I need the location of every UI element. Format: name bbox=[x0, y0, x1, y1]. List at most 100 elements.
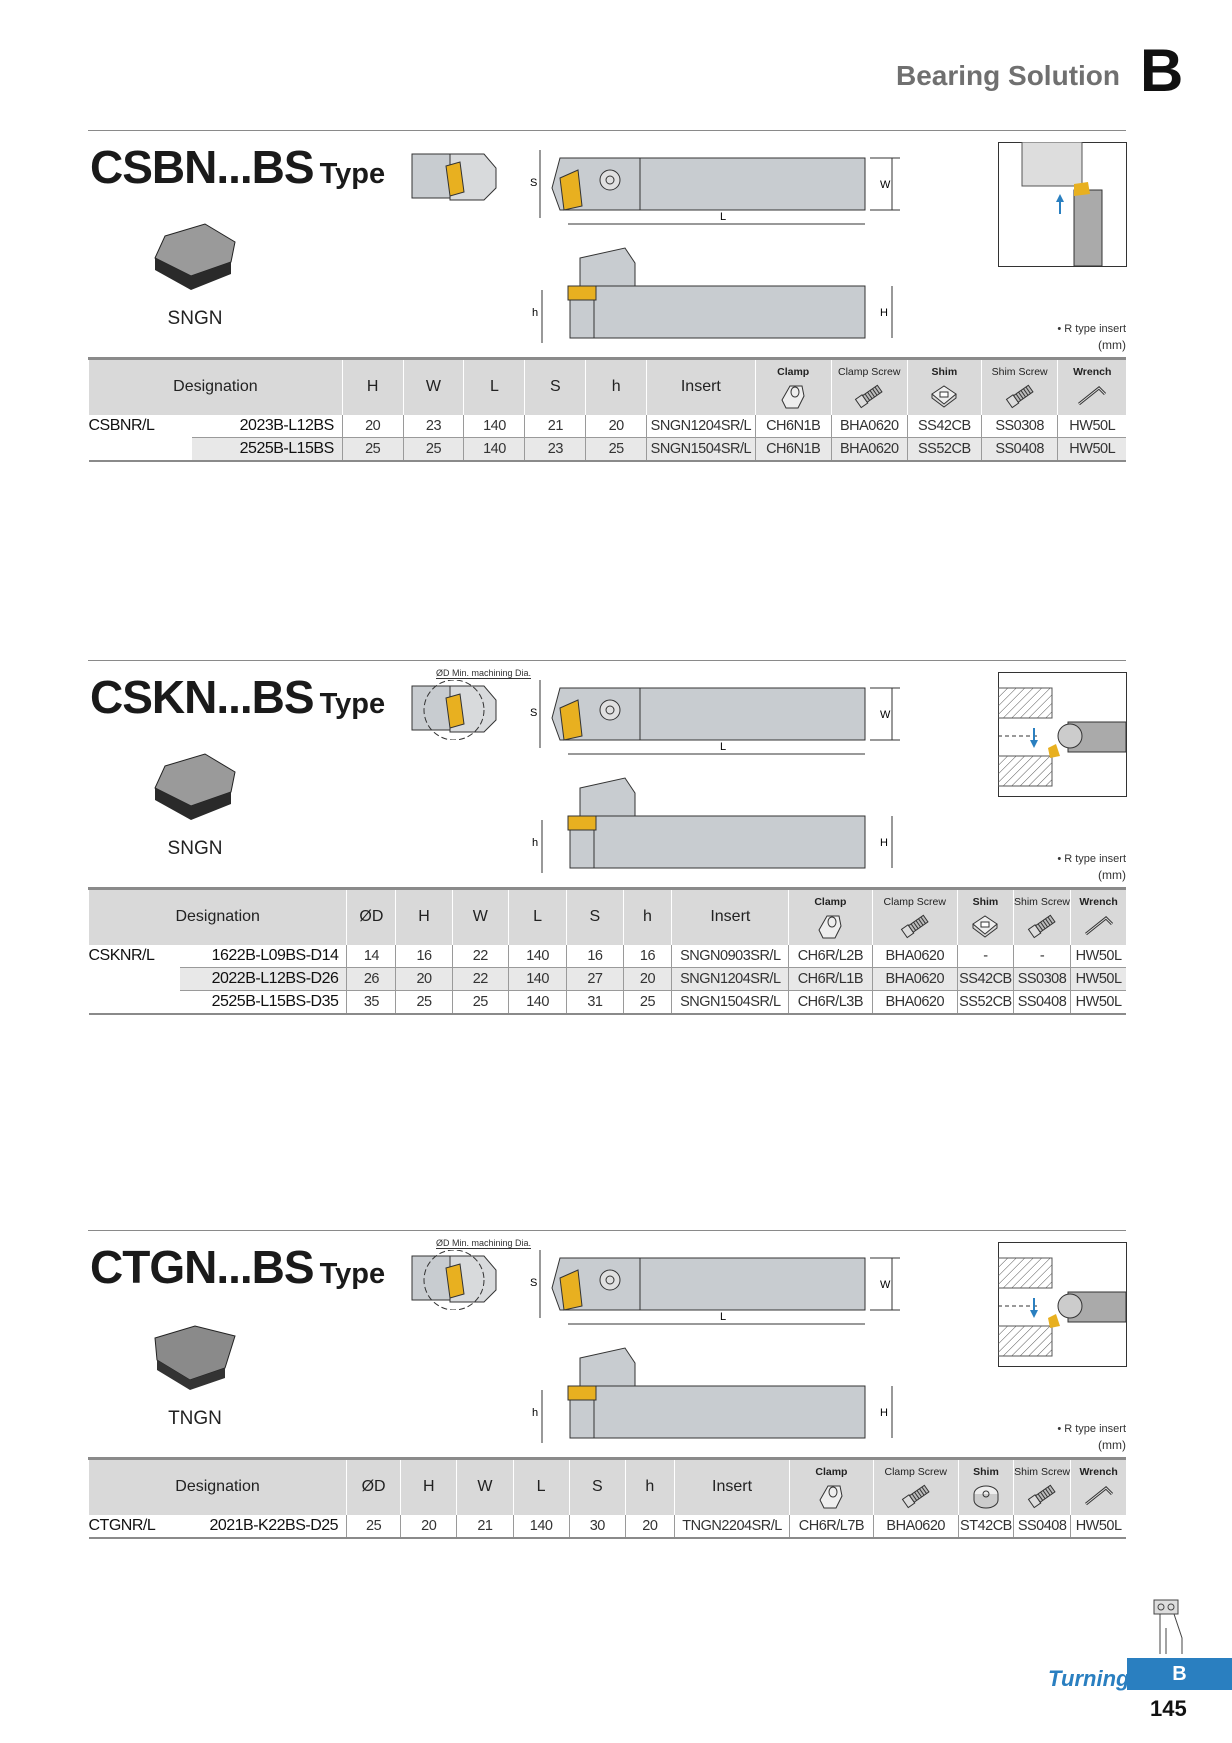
designation-code: 2021B-K22BS-D25 bbox=[180, 1514, 347, 1539]
cell: 20 bbox=[585, 414, 647, 438]
cell: SS52CB bbox=[906, 437, 982, 462]
cell: 25 bbox=[402, 437, 464, 462]
shim-icon bbox=[973, 1485, 999, 1509]
cell: 140 bbox=[507, 990, 567, 1015]
shim-icon bbox=[931, 385, 958, 408]
cell: SS42CB bbox=[906, 414, 982, 438]
col-accessory: Clamp Screw bbox=[830, 357, 908, 415]
col-accessory: Shim Screw bbox=[1013, 1457, 1071, 1515]
cell: SS0308 bbox=[980, 414, 1058, 438]
turning-tool-icon bbox=[1152, 1598, 1192, 1661]
col-header: S bbox=[524, 357, 586, 415]
cell: SS0308 bbox=[1012, 967, 1071, 991]
accessory-label: Clamp Screw bbox=[884, 1466, 947, 1478]
cell: 16 bbox=[395, 944, 453, 968]
cell: SNGN1204SR/L bbox=[671, 967, 789, 991]
accessory-label: Shim Screw bbox=[991, 366, 1048, 378]
tool-dimension-drawing: S W L h H bbox=[530, 678, 930, 883]
dim-h: h bbox=[532, 837, 538, 849]
dim-S: S bbox=[530, 177, 537, 189]
insert-shape-label: SNGN bbox=[167, 838, 223, 859]
cell: 35 bbox=[346, 990, 396, 1015]
accessory-label: Shim Screw bbox=[1014, 1466, 1071, 1478]
col-accessory: Shim Screw bbox=[980, 357, 1058, 415]
cell: 20 bbox=[395, 967, 453, 991]
section-divider bbox=[88, 660, 1126, 661]
col-header: H bbox=[400, 1457, 457, 1515]
tool-dimension-drawing: S W L h H bbox=[530, 148, 930, 353]
designation-code: 2525B-L15BS bbox=[191, 437, 343, 462]
col-header: L bbox=[507, 887, 567, 945]
col-header: Insert bbox=[646, 357, 756, 415]
dim-H: H bbox=[880, 1407, 888, 1419]
clamp-icon bbox=[781, 385, 805, 409]
accessory-label: Clamp bbox=[814, 896, 847, 908]
cell: SS0408 bbox=[1013, 1514, 1071, 1539]
title-type: Type bbox=[319, 158, 386, 190]
cell: 20 bbox=[622, 967, 672, 991]
cell: 20 bbox=[341, 414, 404, 438]
col-header: H bbox=[395, 887, 453, 945]
wrench-icon bbox=[1084, 915, 1113, 936]
clamp-icon bbox=[819, 1485, 843, 1509]
series-name: CSBNR/L bbox=[88, 417, 155, 434]
col-accessory: Shim bbox=[906, 357, 982, 415]
cell: TNGN2204SR/L bbox=[673, 1514, 790, 1539]
shim-screw-icon bbox=[1027, 1484, 1056, 1509]
cell: 20 bbox=[400, 1514, 457, 1539]
col-accessory: Clamp Screw bbox=[872, 1457, 959, 1515]
cell: SS0408 bbox=[1012, 990, 1071, 1015]
cell: 16 bbox=[566, 944, 624, 968]
accessory-label: Shim bbox=[973, 1466, 999, 1478]
cell: 14 bbox=[346, 944, 396, 968]
cell: CH6R/L3B bbox=[788, 990, 873, 1015]
accessory-label: Shim Screw bbox=[1014, 896, 1071, 908]
col-header: W bbox=[451, 887, 509, 945]
col-header: h bbox=[585, 357, 647, 415]
accessory-label: Clamp Screw bbox=[883, 896, 946, 908]
cell: SNGN1504SR/L bbox=[646, 437, 756, 462]
designation-code: 2023B-L12BS bbox=[191, 414, 343, 438]
cell: 25 bbox=[622, 990, 672, 1015]
clamp-screw-icon bbox=[901, 1484, 930, 1509]
insert-shape-label: TNGN bbox=[168, 1408, 222, 1429]
col-accessory: Wrench bbox=[1057, 357, 1126, 415]
machining-illustration bbox=[997, 672, 1128, 803]
title-code: CTGN...BS bbox=[90, 1241, 315, 1293]
cell: 25 bbox=[346, 1514, 401, 1539]
machining-illustration bbox=[998, 141, 1128, 273]
cell: 22 bbox=[451, 944, 509, 968]
dim-W: W bbox=[880, 709, 891, 721]
dim-h: h bbox=[532, 307, 538, 319]
r-type-note: • R type insert bbox=[1057, 853, 1126, 865]
tool-head-view bbox=[410, 148, 500, 213]
cell: 20 bbox=[624, 1514, 675, 1539]
cell: 23 bbox=[524, 437, 586, 462]
cell: 27 bbox=[566, 967, 624, 991]
col-designation: Designation bbox=[87, 1457, 347, 1515]
title-code: CSKN...BS bbox=[90, 671, 315, 723]
shim-screw-icon bbox=[1027, 914, 1056, 939]
cell: 26 bbox=[346, 967, 396, 991]
col-header: S bbox=[566, 887, 624, 945]
cell: ST42CB bbox=[957, 1514, 1014, 1539]
clamp-screw-icon bbox=[900, 914, 929, 939]
col-accessory: Shim Screw bbox=[1012, 887, 1071, 945]
cell: 140 bbox=[463, 414, 525, 438]
cell: SS52CB bbox=[956, 990, 1014, 1015]
cell: 21 bbox=[524, 414, 586, 438]
footer-tab[interactable]: B bbox=[1127, 1658, 1232, 1690]
title-type: Type bbox=[319, 1258, 386, 1290]
series-name bbox=[88, 990, 181, 1015]
col-header: h bbox=[622, 887, 672, 945]
col-accessory: Shim bbox=[956, 887, 1014, 945]
